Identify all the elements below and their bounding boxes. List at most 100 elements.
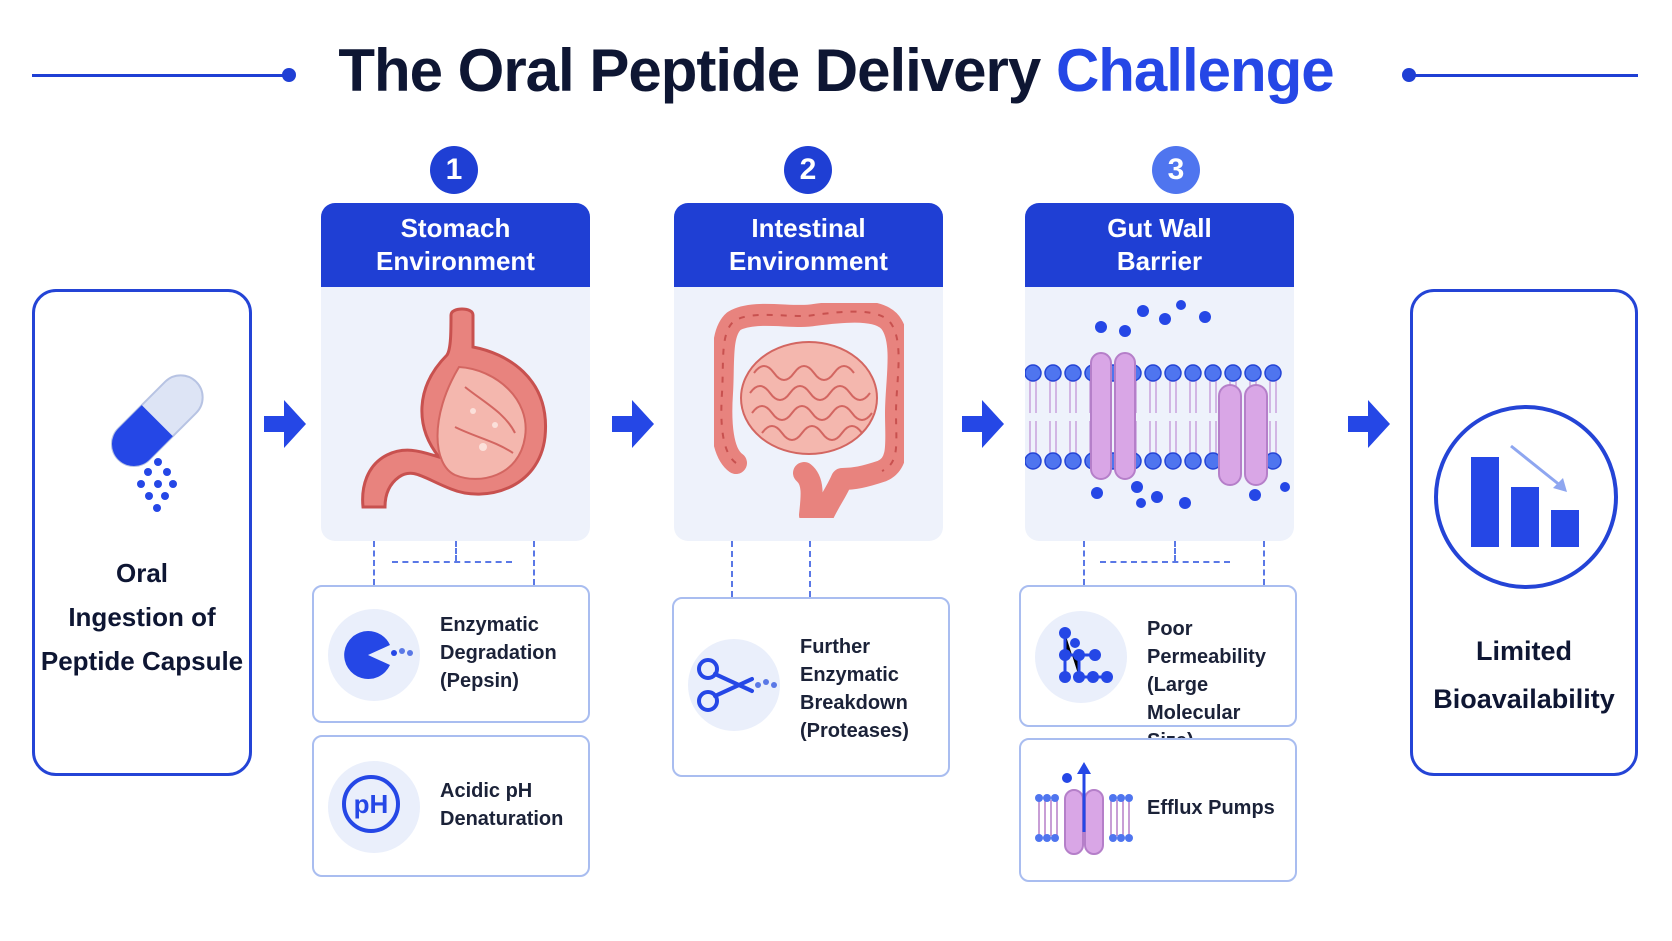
challenge-line: Enzymatic xyxy=(800,664,899,686)
lipid-tail xyxy=(1029,421,1037,453)
ph-icon: pH xyxy=(342,775,400,833)
start-line-2: Ingestion of xyxy=(68,602,216,632)
lipid-tail xyxy=(1169,421,1177,453)
lipid-tail xyxy=(1149,421,1157,453)
lipid-tail xyxy=(1049,421,1057,453)
lipid-head xyxy=(1224,364,1242,382)
challenge-text: Acidic pH Denaturation xyxy=(440,777,563,833)
lipid-head xyxy=(1184,452,1202,470)
challenge-line: (Pepsin) xyxy=(440,670,519,692)
challenge-text: Enzymatic Degradation (Pepsin) xyxy=(440,611,557,695)
lipid-head xyxy=(1025,452,1042,470)
lipid-tail xyxy=(1029,381,1037,413)
lipid-tail xyxy=(1069,381,1077,413)
step-badge-2: 2 xyxy=(784,146,832,194)
intestine-illustration xyxy=(714,303,904,518)
challenge-text: Further Enzymatic Breakdown (Proteases) xyxy=(800,633,909,745)
lipid-tail xyxy=(1149,381,1157,413)
cell-membrane-illustration xyxy=(1025,300,1290,509)
connector xyxy=(1174,541,1176,561)
lipid-tail xyxy=(1069,421,1077,453)
challenge-line: Acidic pH xyxy=(440,780,533,802)
end-line-1: Limited xyxy=(1475,636,1572,666)
challenge-line: Efflux Pumps xyxy=(1147,797,1275,819)
stage-heading-line-1: Intestinal xyxy=(751,213,866,243)
step-badge-3: 3 xyxy=(1152,146,1200,194)
end-line-2: Bioavailability xyxy=(1433,684,1615,714)
challenge-card: Enzymatic Degradation (Pepsin) xyxy=(312,585,590,723)
connector xyxy=(1083,541,1085,585)
connector xyxy=(392,561,512,563)
scissors-icon xyxy=(697,658,777,712)
challenge-icon-bg xyxy=(688,639,780,731)
challenge-text: Efflux Pumps xyxy=(1147,794,1275,822)
challenge-icon-bg xyxy=(328,609,420,701)
title-right-rule xyxy=(1410,74,1638,77)
lipid-head xyxy=(1164,364,1182,382)
start-line-1: Oral xyxy=(115,558,169,588)
stage-heading-line-2: Environment xyxy=(376,246,535,276)
challenge-line: Degradation xyxy=(440,642,557,664)
lipid-head xyxy=(1184,364,1202,382)
lipid-tail xyxy=(1189,381,1197,413)
title-left-dot xyxy=(282,68,296,82)
lipid-head xyxy=(1144,364,1162,382)
lipid-head xyxy=(1044,364,1062,382)
lipid-head xyxy=(1025,364,1042,382)
connector xyxy=(1100,561,1230,563)
lipid-head xyxy=(1064,364,1082,382)
end-label: Limited Bioavailability xyxy=(1413,627,1635,723)
title-accent: Challenge xyxy=(1055,37,1335,104)
lipid-head xyxy=(1044,452,1062,470)
stage-heading-line-1: Stomach xyxy=(400,213,511,243)
connector xyxy=(373,541,375,585)
lipid-tail xyxy=(1169,381,1177,413)
challenge-text: Poor Permeability (Large Molecular Size) xyxy=(1147,615,1295,755)
stage-heading-line-1: Gut Wall xyxy=(1107,213,1212,243)
connector xyxy=(455,541,457,561)
challenge-line: Further xyxy=(800,636,870,658)
challenge-line: Poor Permeability xyxy=(1147,618,1266,668)
stage-illustration-panel xyxy=(321,287,590,541)
start-line-3: Peptide Capsule xyxy=(40,646,244,676)
challenge-line: (Large Molecular xyxy=(1147,674,1241,724)
connector xyxy=(533,541,535,585)
lipid-tail xyxy=(1209,421,1217,453)
lipid-tail xyxy=(1269,381,1277,413)
challenge-line: Breakdown xyxy=(800,692,908,714)
stage-heading-line-2: Barrier xyxy=(1116,246,1203,276)
title-right-dot xyxy=(1402,68,1416,82)
lipid-tail xyxy=(1049,381,1057,413)
lipid-head xyxy=(1064,452,1082,470)
challenge-card: pH Acidic pH Denaturation xyxy=(312,735,590,877)
challenge-card: Efflux Pumps xyxy=(1019,738,1297,882)
large-molecule-icon xyxy=(1059,627,1113,683)
challenge-card: Poor Permeability (Large Molecular Size) xyxy=(1019,585,1297,752)
lipid-head xyxy=(1264,364,1282,382)
challenge-card: Further Enzymatic Breakdown (Proteases) xyxy=(672,597,950,777)
flow-arrow-3 xyxy=(962,400,1004,448)
stage-illustration-panel xyxy=(674,287,943,541)
enzyme-pacman-icon xyxy=(344,630,413,679)
title-left-rule xyxy=(32,74,290,77)
pill-capsule-icon xyxy=(110,374,204,512)
end-card: Limited Bioavailability xyxy=(1410,289,1638,776)
stomach-illustration xyxy=(361,307,547,509)
connector xyxy=(809,541,811,597)
lipid-head xyxy=(1164,452,1182,470)
challenge-line: (Proteases) xyxy=(800,720,909,742)
efflux-pump-icon xyxy=(1035,762,1133,855)
stage-heading-line-2: Environment xyxy=(729,246,888,276)
title-main: The Oral Peptide Delivery xyxy=(338,37,1056,104)
flow-arrow-4 xyxy=(1348,400,1390,448)
connector xyxy=(1263,541,1265,585)
lipid-head xyxy=(1204,364,1222,382)
step-badge-1: 1 xyxy=(430,146,478,194)
stage-illustration-panel xyxy=(1025,287,1294,541)
start-label: Oral Ingestion of Peptide Capsule xyxy=(35,551,249,683)
